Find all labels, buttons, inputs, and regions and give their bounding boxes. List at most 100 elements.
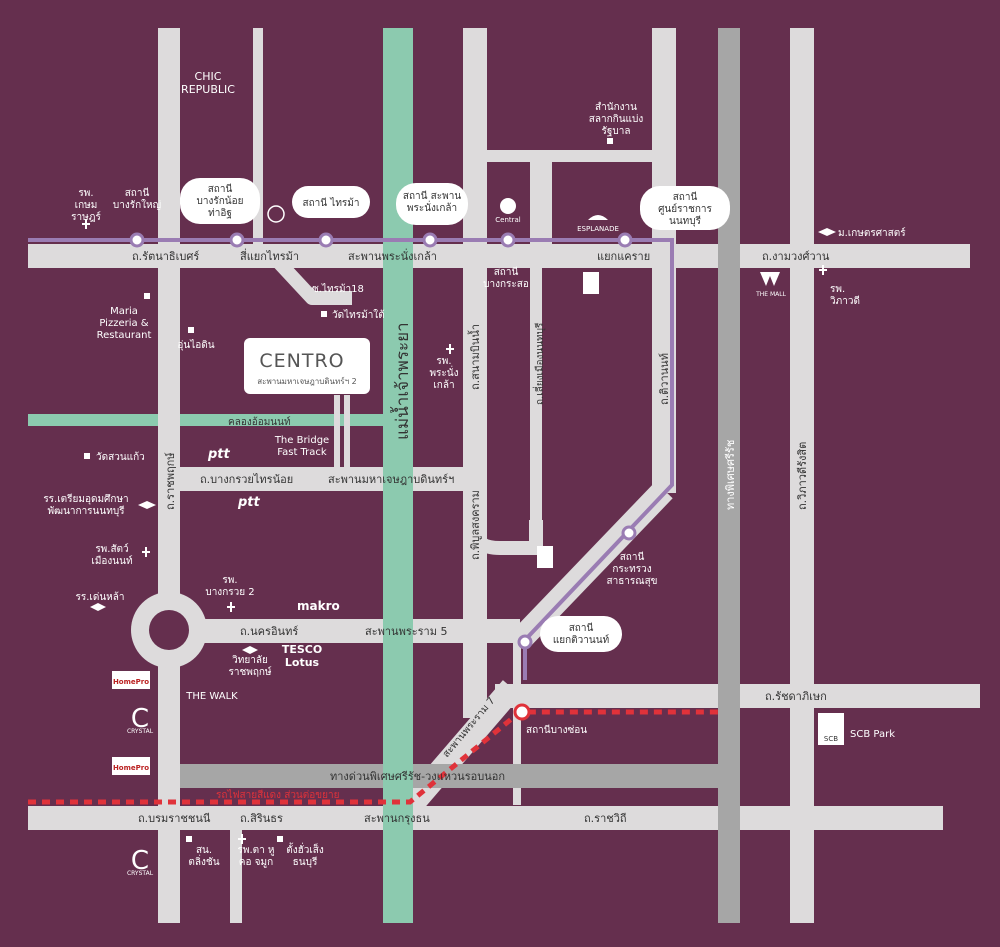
hospital-icon <box>82 219 90 229</box>
graduation-cap-icon <box>818 228 836 236</box>
road-central-connector <box>540 155 552 245</box>
road-top-connector <box>487 150 652 162</box>
road-bridge-fast-track-2 <box>344 395 350 470</box>
homepro-label-2: HomePro <box>113 764 149 772</box>
hospital-icon <box>142 547 150 557</box>
station-bang-krasor: สถานีบางกระสอ <box>483 266 529 290</box>
label-nakhon-in: ถ.นครอินทร์ <box>240 625 298 638</box>
bubble-sai-ma <box>292 186 370 218</box>
station-dot-tiwanon-junction <box>517 634 533 650</box>
label-ngamwongwan: ถ.งามวงศ์วาน <box>762 250 830 263</box>
homepro-box-1 <box>112 671 150 689</box>
label-sirindhorn: ถ.สิรินธร <box>240 812 283 825</box>
homepro-label-1: HomePro <box>113 678 149 686</box>
label-rama5-bridge: สะพานพระราม 5 <box>365 625 447 638</box>
landmark-bang-kruai-2-hospital: รพ.บางกรวย 2 <box>205 575 254 598</box>
scb-logo <box>818 713 844 745</box>
label-tiwanon: ถ.ติวานนท์ <box>658 353 671 405</box>
landmark-ratchaphruek-college: วิทยาลัยราชพฤกษ์ <box>228 655 271 678</box>
label-sanambinnam: ถ.สนามบินน้ำ <box>467 324 482 390</box>
station-dot-bang-rak-yai <box>129 232 145 248</box>
road-vibhavadi <box>790 28 814 923</box>
road-nakhon-in <box>150 619 520 643</box>
label-kamphaengphet: ทางพิเศษศรีรัช <box>724 440 737 510</box>
logo-ptt-1: ptt <box>207 447 231 462</box>
hospital-icon <box>446 344 454 354</box>
crystal-c-1: C <box>131 704 149 734</box>
label-chaeng-watthana: ถ.รัชดาภิเษก <box>765 690 827 703</box>
label-krung-thon-bridge: สะพานกรุงธน <box>364 812 430 825</box>
station-dot-government-center <box>617 232 633 248</box>
label-ratchaphruek: ถ.ราชพฤกษ์ <box>164 452 177 510</box>
landmark-triam-udom: รร.เตรียมอุดมศึกษาพัฒนาการนนทบุรี <box>43 493 128 517</box>
homepro-logos: HomePro HomePro <box>112 671 150 775</box>
bubble-bang-rak-noi <box>180 178 260 224</box>
logo-the-mall: THE MALL <box>755 291 786 298</box>
graduation-cap-icon <box>242 646 258 654</box>
label-soi-sai-ma-18: ซ.ไทรม้า18 <box>312 283 364 295</box>
place-marker-icon <box>607 138 613 144</box>
logo-makro: makro <box>297 599 340 613</box>
landmark-wat-sai-ma-tai: วัดไทรม้าใต้ <box>332 309 385 321</box>
station-ministry-health: สถานีกระทรวงสาธารณสุข <box>606 551 657 587</box>
scb-logo-text: SCB <box>824 735 838 743</box>
station-bubbles <box>180 178 730 652</box>
station-bang-rak-noi: สถานีบางรักน้อยท่าอิฐ <box>197 183 244 219</box>
homepro-box-2 <box>112 757 150 775</box>
label-vibhavadi: ถ.วิภาวดีรังสิต <box>796 442 809 510</box>
label-bang-son: สถานีบางซ่อน <box>526 724 587 736</box>
red-line <box>28 709 718 805</box>
place-marker-icon <box>321 311 327 317</box>
landmark-tang-hua-seng: ตั้งฮั่วเส็งธนบุรี <box>286 842 324 868</box>
logo-ptt-2: ptt <box>237 495 261 510</box>
logo-the-walk: THE WALK <box>185 691 238 702</box>
roundabout-center <box>149 610 189 650</box>
road-khlong-om-non-bank <box>28 414 390 426</box>
label-maha-chesada-bridge: สะพานมหาเจษฎาบดินทร์ฯ <box>328 473 454 486</box>
crystal-shop-icon <box>583 272 599 294</box>
road-tiwanon-diagonal <box>511 481 673 649</box>
station-dot-bang-rak-noi <box>229 232 245 248</box>
label-sai-saek-trai-ma: สี่แยกไทรม้า <box>240 248 299 263</box>
label-river: แม่น้ำเจ้าพระยา <box>390 322 413 440</box>
road-liang-mueang <box>530 155 542 555</box>
landmark-vet-hospital: รพ.สัตว์เมืองนนท์ <box>91 543 132 567</box>
label-phibun-songkhram: ถ.พิบูลสงคราม <box>469 490 482 560</box>
station-dot-bang-son <box>513 703 531 721</box>
landmark-eye-ent-hospital: รพ.ตา หูคอ จมูก <box>237 845 274 868</box>
place-marker-icon <box>186 836 192 842</box>
centro-subtitle: สะพานมหาเจษฎาบดินทร์ฯ 2 <box>257 376 356 386</box>
landmark-kasemrad: รพ.เกษมราษฎร์ <box>71 188 101 223</box>
centro-name: CENTRO <box>259 350 344 372</box>
station-labels: สถานีบางรักใหญ่ สถานีบางรักน้อยท่าอิฐ สถ… <box>113 183 713 646</box>
road-rama7-south <box>513 640 521 805</box>
label-phra-nang-klao-bridge: สะพานพระนั่งเกล้า <box>348 248 437 263</box>
central-logo-icon <box>500 198 516 214</box>
road-sai-ma-18 <box>266 250 352 305</box>
station-dot-phra-nang-klao <box>422 232 438 248</box>
landmark-vibhavadi-hospital: รพ.วิภาวดี <box>830 284 860 307</box>
landmark-scb-park: SCB Park <box>850 729 895 740</box>
poi-icons <box>82 138 836 844</box>
label-bang-kruai-sai-noi: ถ.บางกรวยไทรน้อย <box>200 473 293 486</box>
label-saeng-krai: แยกแคราย <box>597 250 650 263</box>
place-marker-icon <box>144 293 150 299</box>
hospital-icon <box>227 602 235 612</box>
logo-crystal-1: CRYSTAL <box>127 728 154 735</box>
graduation-cap-icon <box>138 501 156 509</box>
landmark-police-station: สน.ตลิ่งชัน <box>188 845 219 868</box>
road-phibun-curve <box>468 520 543 555</box>
label-borommaratchachonnani: ถ.บรมราชชนนี <box>138 812 211 825</box>
the-mall-logo-icon <box>760 272 780 286</box>
purple-line <box>28 238 674 680</box>
label-red-line: รถไฟสายสีแดง ส่วนต่อขยาย <box>216 789 339 801</box>
landmark-u-ai-din: อุ่นไอดิน <box>177 339 214 351</box>
crystal-shop-icon <box>537 546 553 568</box>
bang-rak-noi-seal-icon <box>267 205 285 223</box>
